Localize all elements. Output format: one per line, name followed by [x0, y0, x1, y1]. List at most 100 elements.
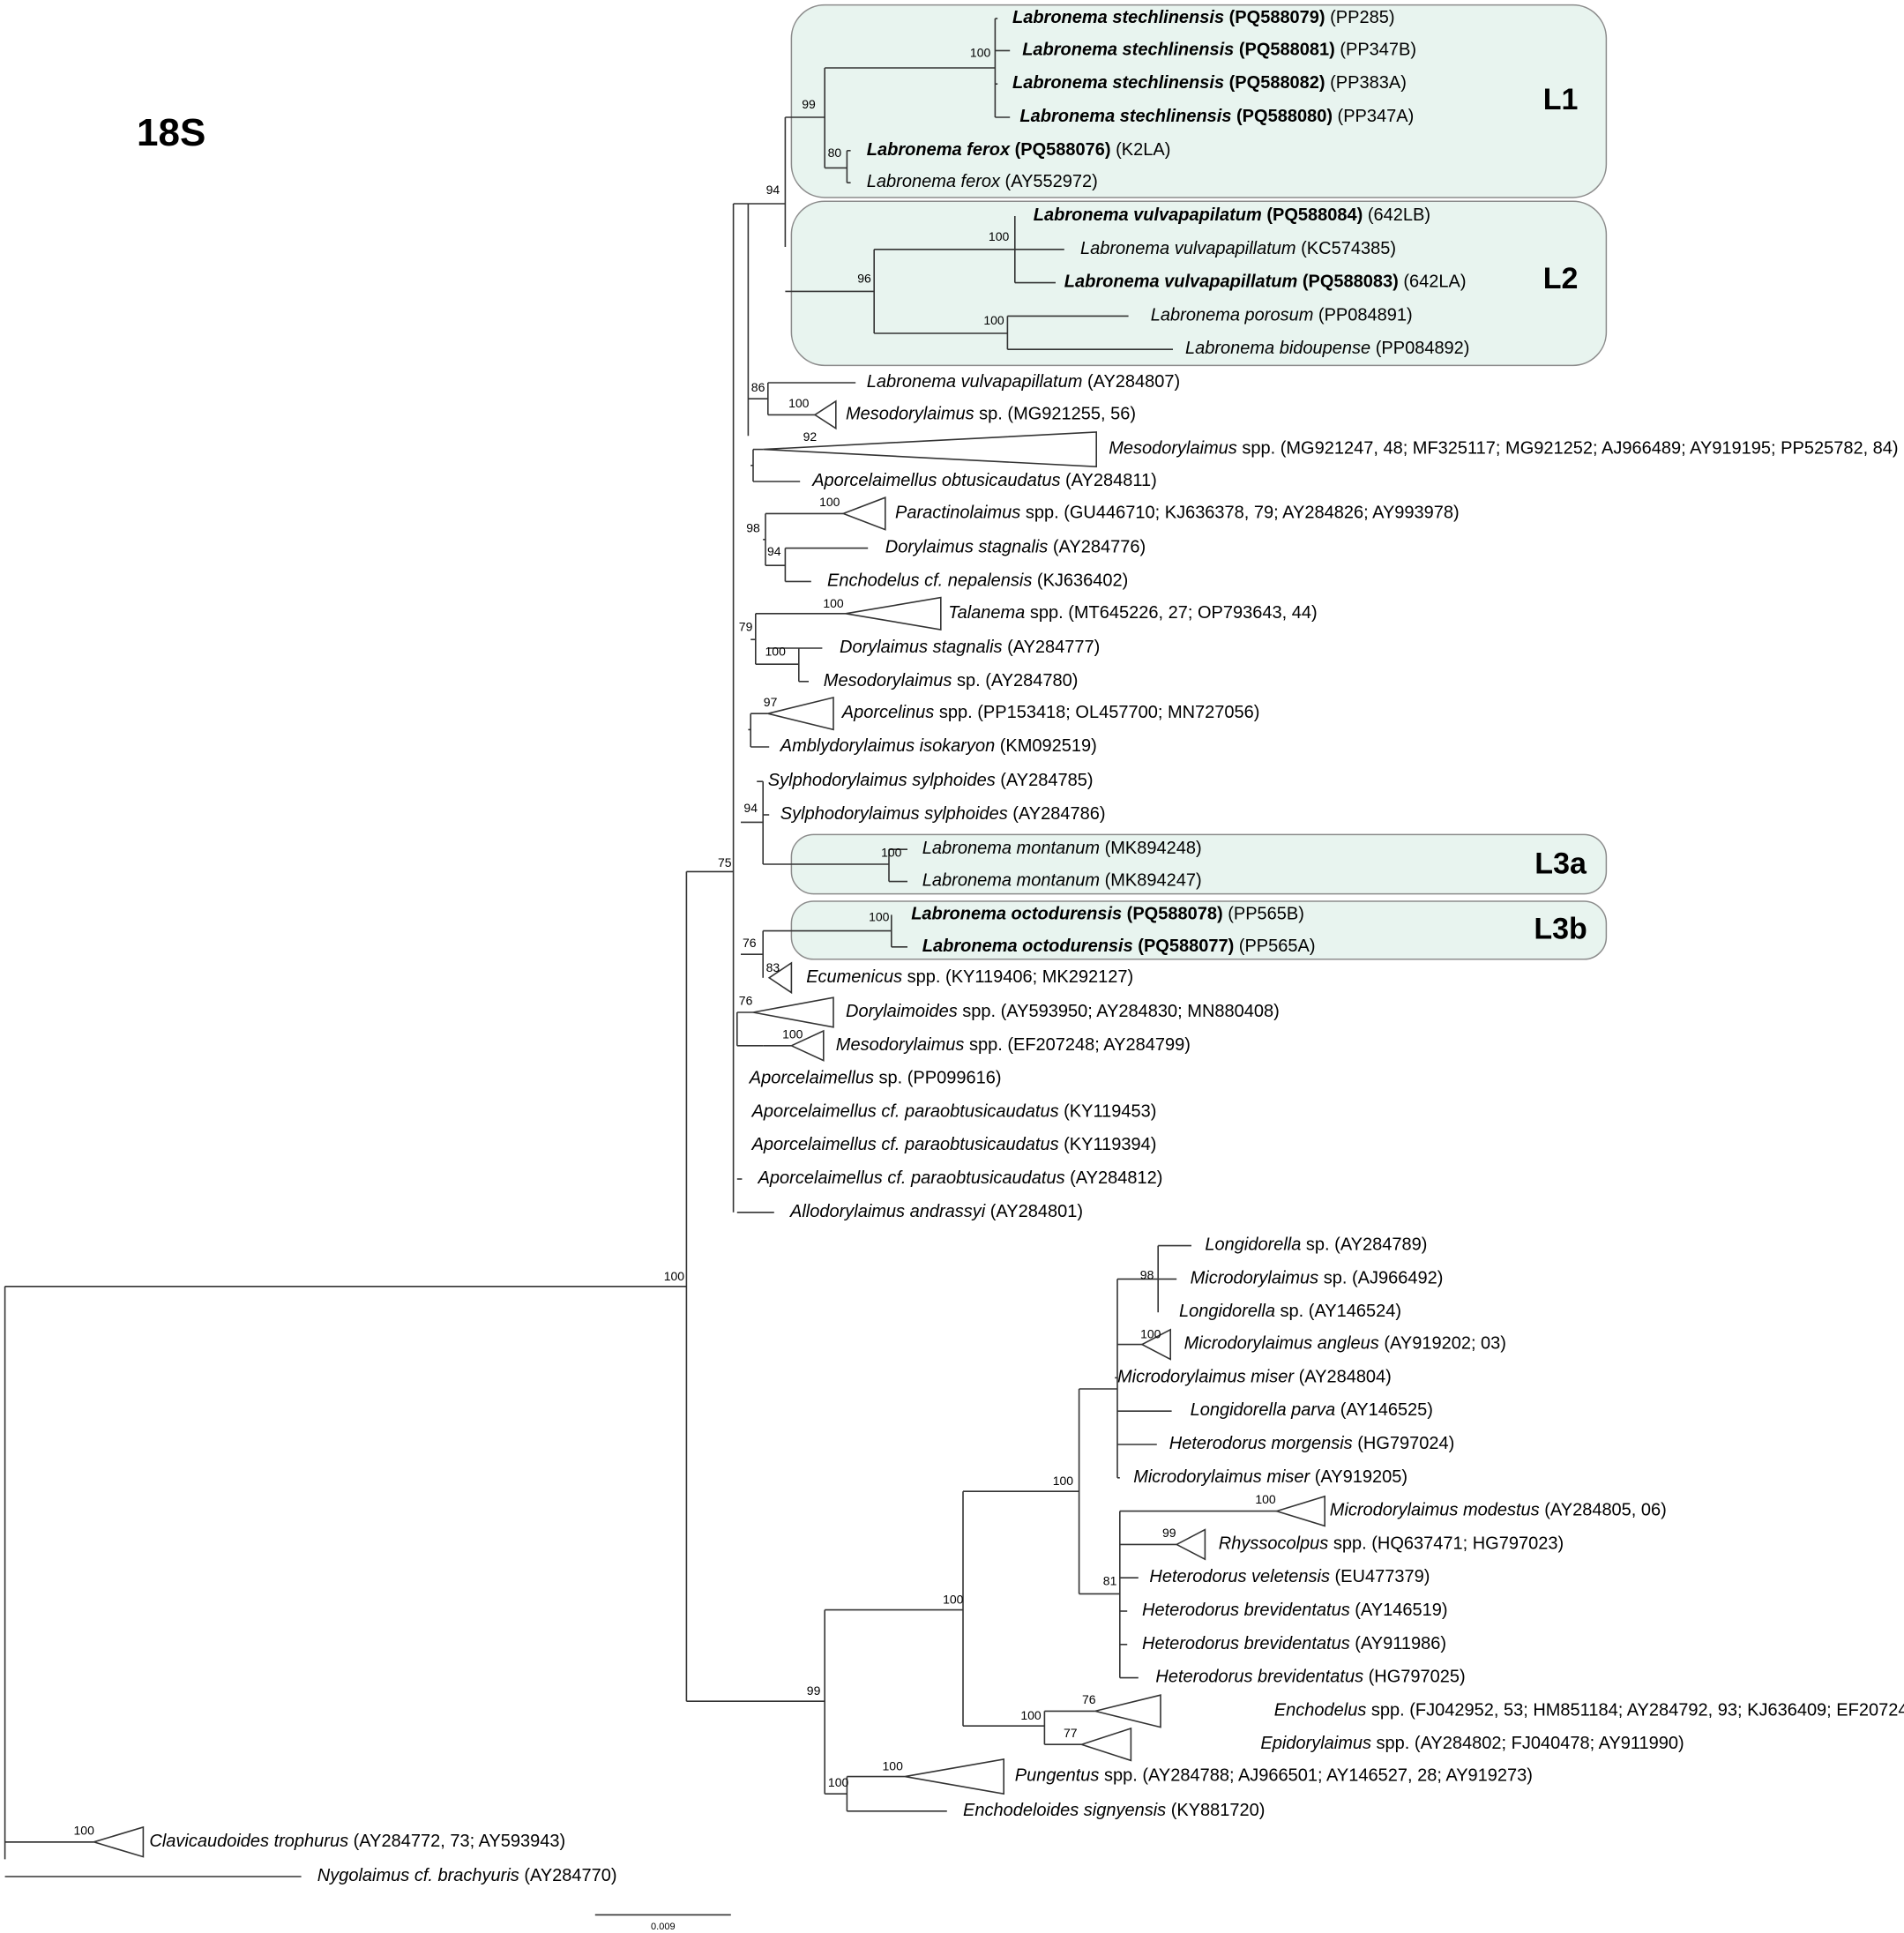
collapsed-clade-triangle: [1175, 1528, 1206, 1561]
taxon-voucher: (AY284786): [1008, 804, 1106, 824]
bootstrap-value: 94: [767, 544, 781, 558]
taxon-name: Labronema stechlinensis: [1022, 41, 1234, 60]
taxon-name: Enchodelus: [1274, 1701, 1367, 1720]
bootstrap-value: 100: [1140, 1327, 1161, 1341]
taxon-name: Labronema vulvapapillatum: [1080, 239, 1296, 258]
taxon-label: Aporcelaimellus cf. paraobtusicaudatus (…: [758, 1168, 1163, 1188]
bootstrap-value: 96: [857, 272, 871, 286]
taxon-name: Aporcelaimellus obtusicaudatus: [811, 471, 1060, 490]
taxon-label: Heterodorus veletensis (EU477379): [1149, 1567, 1430, 1586]
taxon-label: Labronema ferox (PQ588076) (K2LA): [867, 140, 1171, 160]
collapsed-clade-triangle: [767, 696, 834, 731]
taxon-voucher: (KJ636402): [1032, 571, 1128, 591]
taxon-name: Labronema vulvapapilatum: [1034, 205, 1262, 225]
taxon-voucher: (AY146519): [1350, 1601, 1448, 1620]
taxon-label: Aporcelaimellus cf. paraobtusicaudatus (…: [751, 1102, 1157, 1122]
taxon-label: Heterodorus morgensis (HG797024): [1169, 1434, 1455, 1453]
taxon-label: Labronema bidoupense (PP084892): [1185, 339, 1469, 358]
taxon-name: Epidorylaimus: [1260, 1734, 1371, 1753]
taxon-accession: (PQ588080): [1231, 107, 1333, 126]
taxon-label: Aporcelaimellus cf. paraobtusicaudatus (…: [751, 1135, 1157, 1154]
taxon-label: Labronema porosum (PP084891): [1151, 306, 1413, 325]
taxon-label: Longidorella sp. (AY146524): [1179, 1302, 1401, 1321]
bootstrap-value: 77: [1064, 1726, 1078, 1740]
taxon-name: Labronema bidoupense: [1185, 339, 1370, 358]
taxon-name: Heterodorus veletensis: [1149, 1567, 1330, 1586]
taxon-label: Labronema montanum (MK894247): [922, 871, 1202, 891]
taxon-name: Aporcelinus: [841, 703, 935, 722]
taxon-label: Heterodorus brevidentatus (HG797025): [1155, 1668, 1465, 1687]
taxon-name: Talanema: [948, 603, 1025, 623]
taxon-name: Heterodorus brevidentatus: [1155, 1668, 1363, 1687]
bootstrap-value: 100: [664, 1269, 685, 1283]
taxon-voucher: spp. (KY119406; MK292127): [902, 967, 1133, 987]
collapsed-clade-triangle: [813, 399, 837, 430]
taxon-name: Heterodorus brevidentatus: [1142, 1634, 1350, 1653]
taxon-voucher: (AY284807): [1082, 372, 1180, 392]
taxon-voucher: (AY284785): [996, 771, 1094, 790]
taxon-name: Amblydorylaimus isokaryon: [780, 736, 995, 756]
taxon-label: Paractinolaimus spp. (GU446710; KJ636378…: [895, 504, 1460, 523]
taxon-voucher: (PP565A): [1234, 937, 1315, 956]
scale-bar-label: 0.009: [651, 1922, 676, 1932]
bootstrap-value: 100: [970, 45, 991, 59]
taxon-name: Labronema montanum: [922, 871, 1100, 891]
bootstrap-value: 97: [764, 695, 778, 709]
bootstrap-value: 83: [766, 960, 780, 974]
taxon-name: Labronema stechlinensis: [1019, 107, 1231, 126]
bootstrap-value: 76: [1082, 1692, 1096, 1706]
taxon-voucher: (AY919205): [1310, 1467, 1407, 1487]
collapsed-clade-triangle: [905, 1758, 1004, 1795]
taxon-label: Labronema octodurensis (PQ588078) (PP565…: [911, 905, 1304, 924]
taxon-label: Labronema stechlinensis (PQ588080) (PP34…: [1019, 107, 1414, 126]
taxon-voucher: (MK894247): [1100, 871, 1202, 891]
taxon-label: Nygolaimus cf. brachyuris (AY284770): [317, 1866, 617, 1885]
collapsed-clade-triangle: [1140, 1328, 1171, 1361]
taxon-label: Labronema octodurensis (PQ588077) (PP565…: [922, 937, 1316, 956]
taxon-voucher: (AY284801): [985, 1202, 1083, 1221]
bootstrap-value: 99: [1162, 1526, 1176, 1540]
taxon-label: Labronema vulvapapillatum (KC574385): [1080, 239, 1396, 258]
taxon-voucher: (KY119453): [1059, 1102, 1157, 1122]
taxon-voucher: spp. (MG921247, 48; MF325117; MG921252; …: [1237, 439, 1899, 459]
taxon-name: Labronema octodurensis: [922, 937, 1133, 956]
bootstrap-value: 80: [828, 146, 842, 160]
bootstrap-value: 100: [1020, 1708, 1042, 1722]
taxon-name: Sylphodorylaimus sylphoides: [768, 771, 996, 790]
bootstrap-value: 100: [881, 846, 902, 860]
taxon-label: Allodorylaimus andrassyi (AY284801): [789, 1202, 1083, 1221]
taxon-label: Rhyssocolpus spp. (HQ637471; HG797023): [1219, 1534, 1564, 1554]
taxon-name: Microdorylaimus angleus: [1184, 1334, 1379, 1354]
taxon-name: Labronema stechlinensis: [1012, 73, 1224, 93]
taxon-voucher: spp. (GU446710; KJ636378, 79; AY284826; …: [1020, 504, 1459, 523]
taxon-name: Mesodorylaimus: [836, 1035, 965, 1055]
taxon-voucher: sp. (AY284780): [952, 671, 1078, 690]
collapsed-clade-triangle: [91, 1825, 145, 1858]
taxon-voucher: (KY881720): [1166, 1801, 1265, 1820]
taxon-voucher: spp. (HQ637471; HG797023): [1328, 1534, 1564, 1554]
taxon-name: Labronema ferox: [867, 140, 1011, 160]
taxon-name: Dorylaimus stagnalis: [840, 638, 1003, 657]
taxon-voucher: (PP084892): [1370, 339, 1469, 358]
taxon-name: Longidorella: [1179, 1302, 1275, 1321]
bootstrap-value: 99: [802, 97, 816, 111]
taxon-voucher: spp. (AY284802; FJ040478; AY911990): [1371, 1734, 1684, 1753]
taxon-label: Labronema montanum (MK894248): [922, 839, 1202, 858]
bootstrap-value: 98: [746, 520, 760, 534]
taxon-label: Microdorylaimus angleus (AY919202; 03): [1184, 1334, 1506, 1354]
clade-box-l2: [790, 200, 1608, 367]
taxon-accession: (PQ588084): [1262, 205, 1363, 225]
bootstrap-value: 99: [807, 1683, 821, 1698]
taxon-label: Enchodelus spp. (FJ042952, 53; HM851184;…: [1274, 1701, 1904, 1720]
taxon-label: Clavicaudoides trophurus (AY284772, 73; …: [149, 1832, 565, 1851]
taxon-voucher: sp. (AJ966492): [1318, 1269, 1443, 1288]
taxon-voucher: spp. (AY284788; AJ966501; AY146527, 28; …: [1099, 1766, 1533, 1786]
taxon-name: Allodorylaimus andrassyi: [789, 1202, 986, 1221]
taxon-label: Dorylaimoides spp. (AY593950; AY284830; …: [846, 1002, 1280, 1021]
taxon-label: Mesodorylaimus sp. (MG921255, 56): [846, 405, 1136, 424]
bootstrap-value: 100: [74, 1823, 95, 1837]
taxon-name: Aporcelaimellus cf. paraobtusicaudatus: [751, 1135, 1059, 1154]
bootstrap-value: 92: [803, 429, 818, 444]
taxon-label: Microdorylaimus miser (AY284804): [1117, 1368, 1392, 1387]
taxon-label: Sylphodorylaimus sylphoides (AY284786): [780, 804, 1106, 824]
